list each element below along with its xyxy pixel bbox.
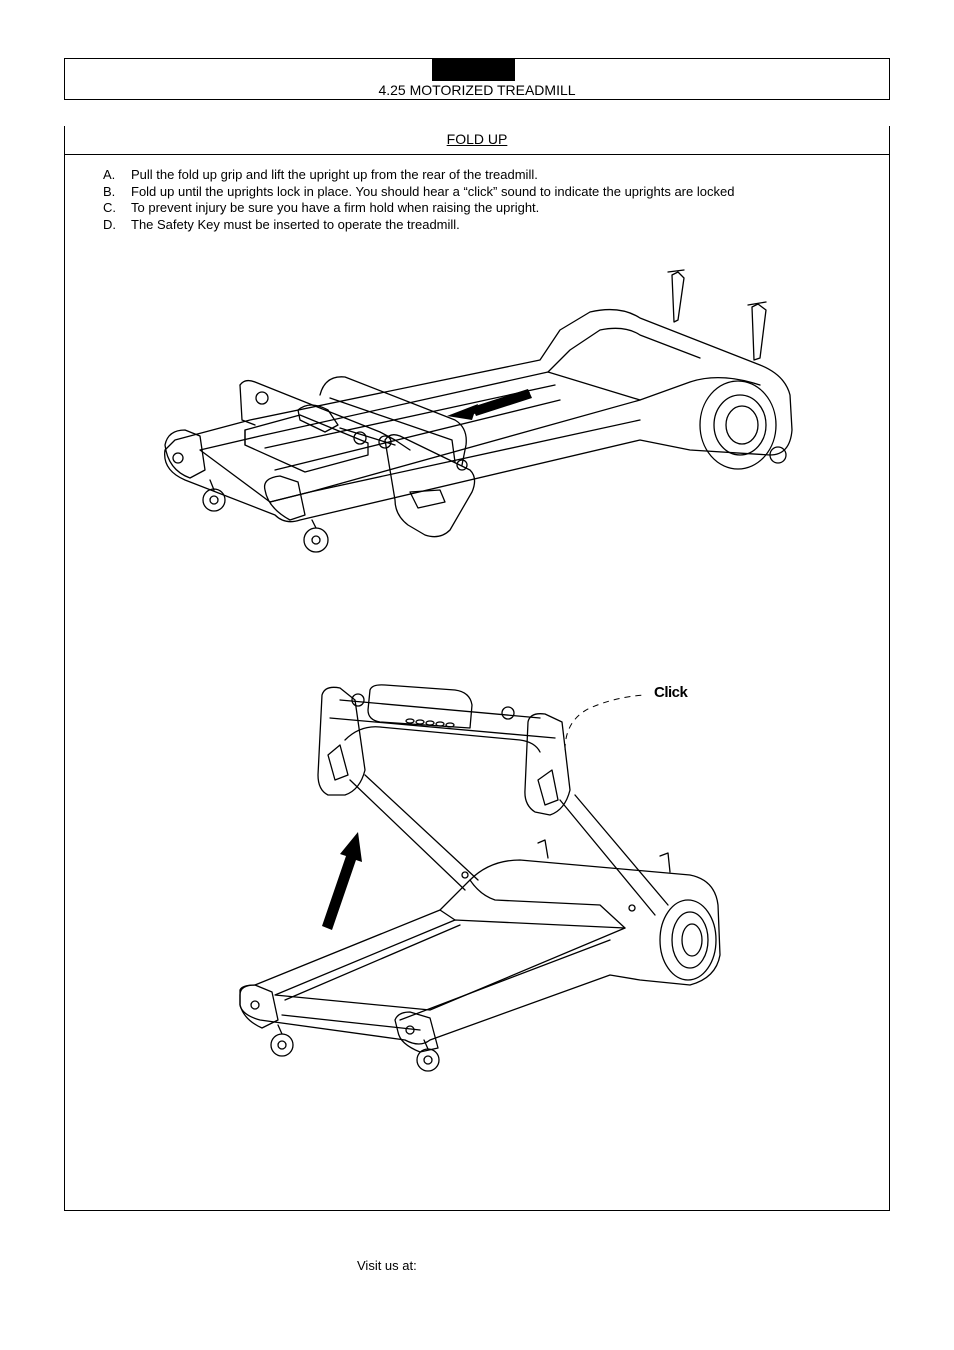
step-item: C. To prevent injury be sure you have a f… — [103, 200, 734, 217]
step-letter: D. — [103, 216, 116, 232]
step-text: Pull the fold up grip and lift the uprig… — [131, 167, 538, 182]
step-text: Fold up until the uprights lock in place… — [131, 183, 735, 199]
section-divider — [65, 154, 889, 155]
step-text: The Safety Key must be inserted to opera… — [131, 216, 460, 232]
step-item: A. Pull the fold up grip and lift the upr… — [103, 167, 734, 184]
steps-list: A. Pull the fold up grip and lift the upr… — [103, 167, 734, 233]
step-item: B. Fold up until the uprights lock in pla… — [103, 184, 734, 201]
step-letter: A. — [103, 167, 116, 182]
step-text: To prevent injury be sure you have a fir… — [131, 200, 540, 215]
footer-text: Visit us at: — [357, 1258, 417, 1273]
step-letter: B. — [103, 183, 116, 199]
section-title: FOLD UP — [446, 131, 508, 147]
header-box: 4.25 MOTORIZED TREADMILL — [64, 58, 890, 100]
step-letter: C. — [103, 200, 116, 215]
header-tab — [432, 59, 515, 81]
content-frame: FOLD UP A. Pull the fold up grip and lift… — [64, 126, 890, 1211]
step-item: D. The Safety Key must be inserted to ope… — [103, 217, 734, 234]
click-label: Click — [654, 684, 688, 701]
header-title: 4.25 MOTORIZED TREADMILL — [378, 82, 576, 98]
